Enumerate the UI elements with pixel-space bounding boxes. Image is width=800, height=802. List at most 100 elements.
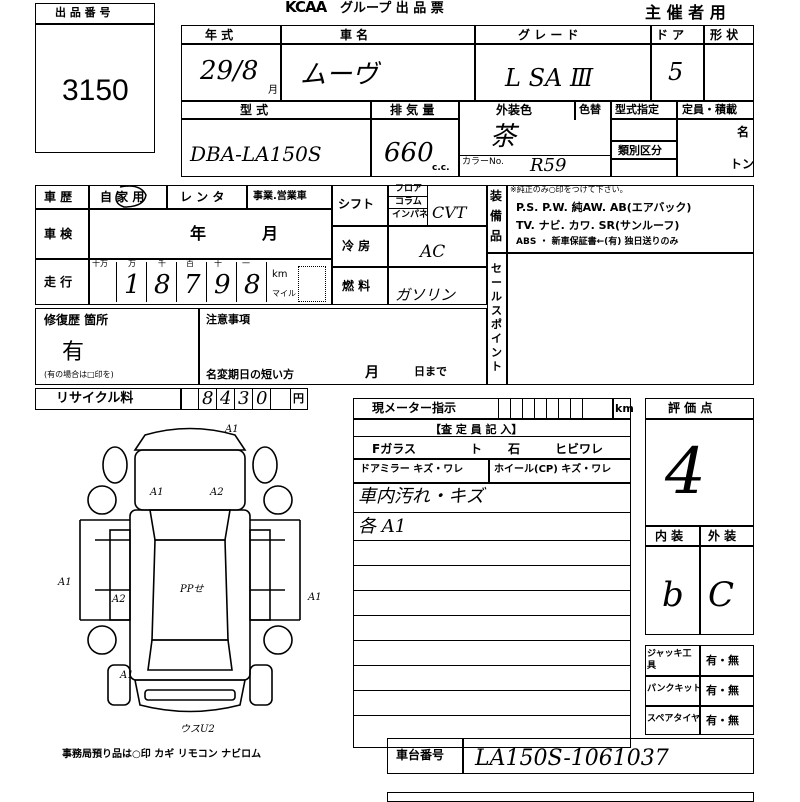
type-cert-label: 型式指定 (615, 103, 659, 116)
evaluation-label: 評 価 点 (668, 401, 713, 415)
evaluation-score: 4 (665, 435, 706, 509)
history-table (35, 185, 332, 305)
equipment-line-1: P.S. P.W. 純AW. AB(エアバック) (516, 201, 692, 214)
sheet-title: グループ 出 品 票 (340, 1, 444, 16)
mirror-label: ドアミラー キズ・ワレ (360, 464, 464, 475)
tool-spare-value: 有・無 (706, 714, 739, 727)
equipment-line-2: TV. ナビ. カワ. SR(サンルーフ) (516, 219, 680, 232)
equipment-note: ※純正のみ○印をつけて下さい。 (510, 185, 628, 194)
mileage-digit-4: 9 (214, 270, 231, 300)
model-value: DBA-LA150S (190, 142, 322, 166)
usage-label: 車 歴 (44, 190, 73, 204)
glass-mark-1: ト (470, 442, 483, 456)
tool-jack-value: 有・無 (706, 654, 739, 667)
damage-mark-5: A2 (111, 594, 126, 605)
equipment-label-1: 装 (490, 189, 503, 203)
mileage-digit-2: 8 (154, 270, 171, 300)
mileage-unit-mile: マイル (272, 289, 296, 298)
aircon-label: 冷 房 (342, 239, 371, 253)
interior-grade: b (662, 575, 684, 615)
remarks-label: 注意事項 (206, 313, 250, 326)
tool-puncture-label: パンクキット (647, 684, 702, 694)
exterior-label: 外 装 (708, 529, 737, 543)
equipment-label-2: 備 (490, 209, 503, 223)
damage-mark-8: PPせ (179, 584, 204, 595)
exterior-grade: C (708, 575, 735, 615)
shift-instpanel: インパネ (392, 210, 429, 220)
shift-column: コラム (395, 197, 422, 207)
shift-label: シフト (338, 197, 375, 211)
fuel-value: ガソリン (395, 286, 456, 304)
mileage-digit-header-5: 一 (242, 259, 250, 268)
grade-value: L SA Ⅲ (505, 64, 594, 92)
usage-rental: レ ン タ (180, 190, 225, 204)
shift-floor: フロア (395, 184, 423, 194)
car-name-value: ムーヴ (300, 60, 379, 90)
lot-number-value: 3150 (62, 74, 129, 107)
lot-number-label: 出 品 番 号 (55, 6, 111, 19)
inspection-month-unit: 月 (262, 224, 279, 243)
meter-unit: km (615, 402, 634, 415)
exterior-color-label: 外装色 (496, 103, 533, 117)
mileage-unit-km: km (272, 269, 288, 280)
displacement-label: 排 気 量 (390, 103, 435, 117)
sales-point-label: セールスポイント (491, 262, 502, 373)
bottom-row (387, 792, 754, 802)
organizer-label: 主 催 者 用 (645, 3, 726, 22)
comment-line-2: 各 A1 (358, 516, 407, 537)
shift-value: CVT (432, 203, 467, 222)
inspection-year-unit: 年 (190, 224, 207, 243)
car-damage-diagram: A1 A1 A2 A1 A2 A1 A1 PPせ ウスU2 (57, 424, 322, 735)
chassis-table (387, 738, 754, 774)
capacity-label: 定員・積載 (682, 103, 737, 116)
interior-label: 内 装 (655, 529, 684, 543)
name-change-month: 月 (365, 365, 379, 381)
glass-mark-2: 石 (508, 442, 521, 456)
damage-mark-3: A2 (209, 487, 224, 498)
damage-mark-2: A1 (149, 487, 164, 498)
mileage-digit-header-0: 十万 (92, 259, 108, 268)
recycle-digit-3: 3 (238, 388, 250, 409)
damage-mark-4: A1 (57, 577, 72, 588)
doors-label: ド ア (656, 28, 685, 42)
repair-note: (有の場合は□印を) (44, 370, 114, 379)
grade-label: グ レ ー ド (518, 28, 579, 42)
aircon-value: AC (420, 242, 446, 262)
lot-number-box (35, 3, 155, 153)
repair-label: 修復歴 箇所 (44, 313, 109, 327)
inspector-table (353, 398, 631, 748)
mileage-label: 走 行 (44, 275, 73, 289)
color-no-value: R59 (530, 155, 567, 176)
capacity-unit-tons: トン (730, 157, 755, 171)
doors-value: 5 (668, 58, 684, 86)
equipment-line-3: ABS ・ 新車保証書←(有) 独日送りのみ (516, 237, 679, 247)
mileage-digit-1: 1 (124, 270, 141, 300)
recycle-digit-2: 4 (220, 388, 232, 409)
wheel-label: ホイール(CP) キズ・ワレ (494, 464, 612, 475)
name-change-label: 名変期日の短い方 (206, 368, 294, 381)
chassis-label: 車台番号 (396, 748, 445, 762)
mileage-digit-header-2: 千 (158, 259, 166, 268)
category-label: 類別区分 (618, 144, 662, 157)
inspection-label: 車 検 (44, 227, 73, 241)
equipment-label-3: 品 (490, 229, 503, 243)
mileage-digit-header-1: 万 (128, 259, 136, 268)
equipment-table (487, 185, 754, 385)
color-no-label: カラーNo. (462, 157, 504, 167)
displacement-value: 660 (384, 138, 434, 168)
inspector-label: 【査 定 員 記 入】 (430, 423, 523, 436)
name-change-day: 日まで (414, 365, 447, 378)
mileage-digit-3: 7 (184, 270, 201, 300)
tool-spare-label: スペアタイヤ (647, 714, 701, 724)
repair-table (35, 308, 487, 385)
mileage-unit-box (298, 266, 326, 302)
repaint-label: 色替 (579, 103, 601, 116)
damage-mark-7: A1 (119, 670, 134, 681)
car-name-label: 車 名 (340, 28, 369, 42)
year-label: 年 式 (205, 28, 234, 42)
shift-table (332, 185, 487, 305)
recycle-digit-1: 8 (202, 388, 214, 409)
usage-private: 自 家 用 (100, 190, 145, 204)
diagram-footer: 事務局預り品は○印 カギ リモコン ナビロム (62, 749, 262, 760)
month-unit: 月 (268, 85, 278, 96)
